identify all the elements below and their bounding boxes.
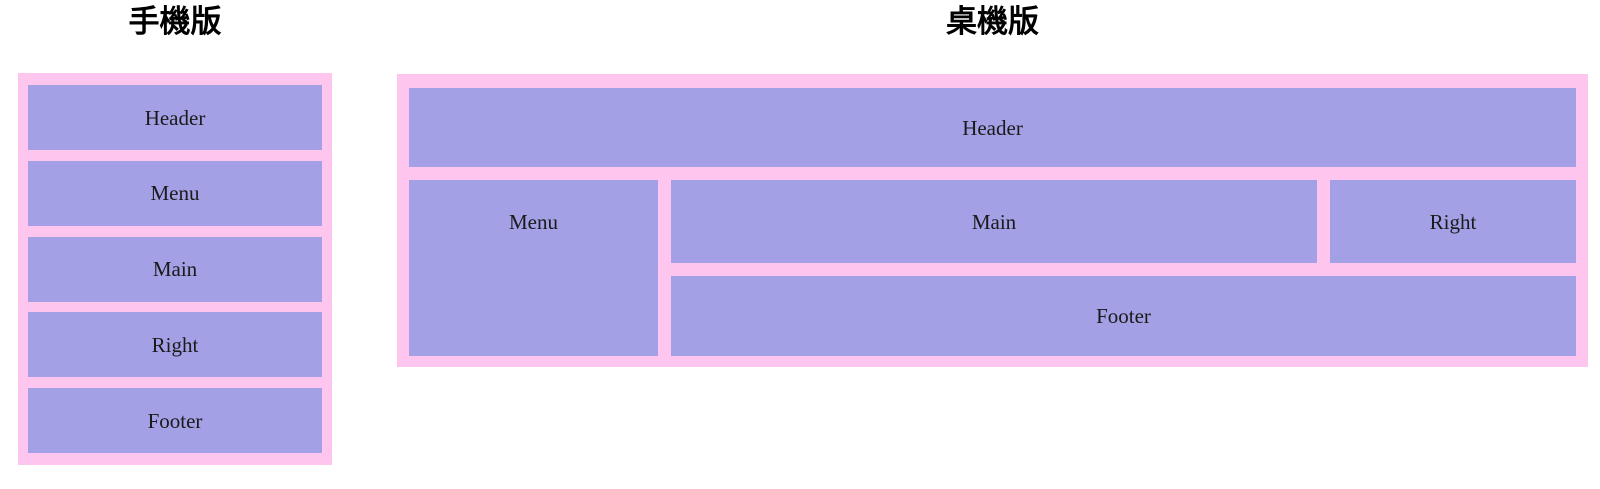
mobile-footer-box: Footer [28, 388, 322, 453]
desktop-layout-container: Header Menu Main Right Footer [397, 74, 1588, 367]
desktop-main-box: Main [671, 180, 1317, 263]
mobile-right-box: Right [28, 312, 322, 378]
mobile-main-box: Main [28, 236, 322, 302]
mobile-menu-box: Menu [28, 160, 322, 226]
mobile-section-title: 手機版 [128, 4, 222, 39]
mobile-header-box: Header [28, 85, 322, 150]
desktop-footer-box: Footer [671, 276, 1576, 356]
desktop-right-box: Right [1330, 180, 1576, 263]
desktop-header-box: Header [409, 88, 1576, 167]
desktop-menu-box: Menu [409, 180, 658, 356]
desktop-section-title: 桌機版 [946, 4, 1039, 39]
mobile-layout-container: Header Menu Main Right Footer [18, 73, 332, 465]
